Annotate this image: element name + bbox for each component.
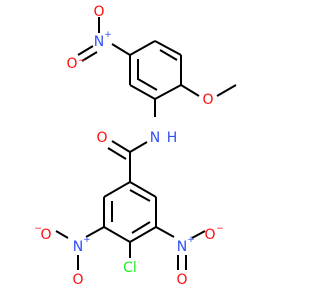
molecule-structure: N + O O − O N H O N + O O − N + O O − Cl bbox=[0, 0, 300, 300]
nitro-top-o-charge: − bbox=[78, 56, 86, 66]
lower-ring-bond bbox=[103, 226, 131, 243]
nitro-left-bond bbox=[85, 226, 105, 238]
upper-ring-bond bbox=[129, 40, 156, 56]
lower-ring-bond bbox=[129, 189, 151, 202]
methoxy-bond bbox=[216, 84, 237, 97]
carbonyl-bond bbox=[107, 147, 127, 160]
nitro-right-bond bbox=[155, 226, 175, 238]
nitro-top-o-single-label: O bbox=[66, 56, 77, 72]
nitro-right-n-charge: + bbox=[187, 235, 195, 245]
lower-ring-bond bbox=[103, 181, 131, 198]
background bbox=[0, 0, 300, 300]
nitro-top-bond bbox=[81, 51, 98, 62]
lower-ring-bond bbox=[131, 221, 151, 234]
amide-bond bbox=[129, 141, 148, 153]
amide-nitrogen-label: N bbox=[150, 130, 160, 146]
nitro-left-o-single-label: O bbox=[40, 227, 51, 243]
upper-ring-bond bbox=[154, 40, 182, 56]
lower-ring-bond bbox=[129, 226, 157, 243]
chlorine-label: Cl bbox=[123, 260, 137, 276]
nitro-top-bond bbox=[111, 43, 131, 56]
nitro-right-n-label: N bbox=[177, 239, 187, 255]
nitro-right-o-double-label: O bbox=[176, 272, 187, 288]
nitro-right-bond bbox=[191, 230, 206, 239]
amide-hydrogen-label: H bbox=[167, 130, 178, 146]
nitro-top-n-label: N bbox=[94, 34, 104, 50]
nitro-left-n-label: N bbox=[73, 239, 83, 255]
nitro-right-o-single-label: O bbox=[204, 227, 215, 243]
upper-ring-bond bbox=[159, 49, 178, 61]
nitro-top-o-double-label: O bbox=[93, 4, 104, 20]
nitro-left-o-charge: − bbox=[34, 224, 42, 234]
nitro-right-o-charge: − bbox=[216, 224, 224, 234]
lower-ring-bond bbox=[129, 181, 157, 198]
bonds bbox=[55, 17, 237, 270]
upper-ring-bond bbox=[154, 84, 182, 100]
upper-ring-bond bbox=[129, 84, 156, 100]
nitro-left-o-double-label: O bbox=[72, 272, 83, 288]
upper-ring-bond bbox=[137, 78, 158, 91]
methoxy-bond bbox=[180, 84, 200, 97]
nitro-top-n-charge: + bbox=[104, 30, 112, 40]
atom-labels: N + O O − O N H O N + O O − N + O O − Cl bbox=[34, 4, 224, 288]
carbonyl-oxygen-label: O bbox=[96, 130, 107, 146]
nitro-top-bond bbox=[77, 45, 94, 56]
nitro-left-n-charge: + bbox=[83, 235, 91, 245]
nitro-left-bond bbox=[55, 230, 69, 239]
methoxy-oxygen-label: O bbox=[202, 92, 213, 108]
carbonyl-bond bbox=[111, 140, 131, 153]
